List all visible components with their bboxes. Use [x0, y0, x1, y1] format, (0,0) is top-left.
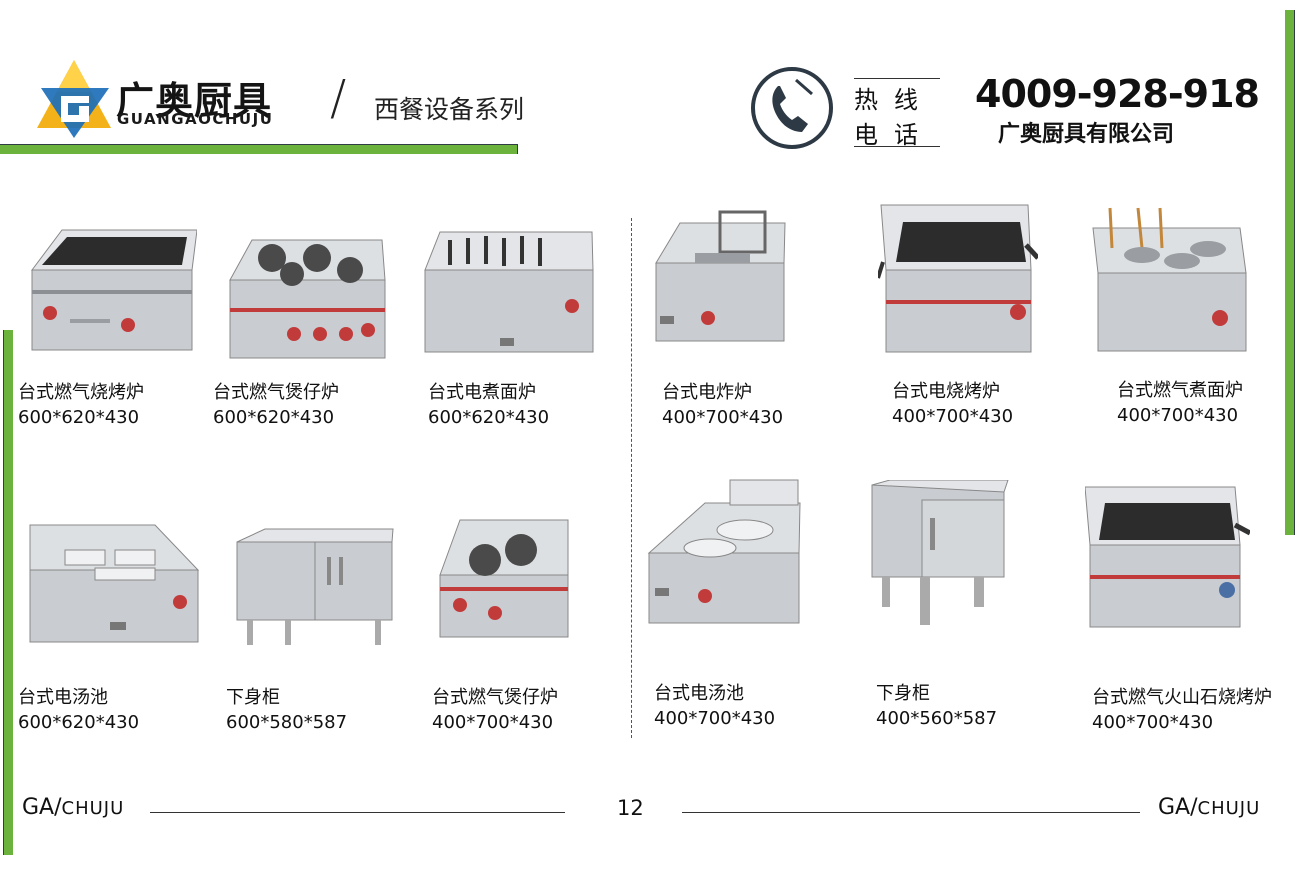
product-caption: 台式电炸炉 400*700*430 — [662, 380, 783, 430]
product-caption: 下身柜 600*580*587 — [226, 685, 347, 735]
product-caption: 台式电烧烤炉 400*700*430 — [892, 379, 1013, 429]
product-image-electric-noodle-600 — [420, 220, 595, 355]
product-size: 400*560*587 — [876, 708, 998, 729]
product-image-gas-noodle-400 — [1090, 203, 1250, 353]
telephone-icon — [750, 66, 834, 150]
product-name: 台式燃气煮面炉 — [1117, 380, 1243, 401]
column-divider — [631, 218, 632, 738]
hotline-label-line2: 电话 — [854, 121, 934, 149]
product-caption: 台式电煮面炉 600*620*430 — [428, 380, 549, 430]
footer-brand-right-sub: CHUJU — [1197, 798, 1261, 819]
product-name: 台式电煮面炉 — [428, 382, 536, 403]
page-number: 12 — [617, 796, 644, 820]
product-name: 台式电烧烤炉 — [892, 381, 1000, 402]
product-image-electric-fryer-400 — [650, 208, 790, 343]
title-separator: / — [330, 70, 347, 126]
product-caption: 台式燃气烧烤炉 600*620*430 — [18, 380, 144, 430]
footer-brand-right: GA/CHUJU — [1158, 795, 1260, 820]
product-size: 600*620*430 — [18, 712, 140, 733]
product-caption: 台式燃气火山石烧烤炉 400*700*430 — [1092, 685, 1272, 735]
product-image-electric-grill-400 — [878, 200, 1038, 355]
footer-rule-right — [682, 812, 1140, 813]
footer-rule-left — [150, 812, 565, 813]
left-accent-bar — [3, 330, 13, 855]
product-name: 台式燃气火山石烧烤炉 — [1092, 687, 1272, 708]
product-caption: 台式燃气煲仔炉 400*700*430 — [432, 685, 558, 735]
product-size: 400*700*430 — [432, 712, 554, 733]
company-name: 广奥厨具有限公司 — [998, 122, 1175, 147]
footer-brand-left-ga: GA/ — [22, 795, 62, 820]
logo-icon — [35, 58, 113, 140]
series-title: 西餐设备系列 — [374, 95, 525, 124]
product-image-gas-claypot-600 — [222, 230, 390, 360]
product-image-electric-bainmarie-600 — [25, 520, 200, 645]
product-name: 台式电汤池 — [654, 683, 744, 704]
product-size: 600*580*587 — [226, 712, 348, 733]
right-accent-bar — [1285, 10, 1295, 535]
product-image-base-cabinet-400 — [870, 480, 1010, 630]
hotline-label-line1: 热线 — [854, 86, 934, 114]
footer-brand-left: GA/CHUJU — [22, 795, 124, 820]
product-image-electric-bainmarie-400 — [645, 478, 805, 626]
product-name: 台式燃气烧烤炉 — [18, 382, 144, 403]
product-size: 600*620*430 — [18, 407, 140, 428]
product-caption: 台式燃气煲仔炉 600*620*430 — [213, 380, 339, 430]
product-image-base-cabinet-600 — [235, 527, 395, 647]
footer-brand-left-sub: CHUJU — [61, 798, 125, 819]
product-caption: 台式电汤池 400*700*430 — [654, 681, 775, 731]
product-caption: 下身柜 400*560*587 — [876, 681, 997, 731]
product-size: 600*620*430 — [428, 407, 550, 428]
product-size: 400*700*430 — [1117, 405, 1239, 426]
product-name: 台式燃气煲仔炉 — [432, 687, 558, 708]
product-size: 400*700*430 — [892, 406, 1014, 427]
hotline-rule-bottom — [854, 146, 940, 147]
product-caption: 台式燃气煮面炉 400*700*430 — [1117, 378, 1243, 428]
product-caption: 台式电汤池 600*620*430 — [18, 685, 139, 735]
product-size: 400*700*430 — [1092, 712, 1214, 733]
brand-name-cn: 广奥厨具 — [116, 79, 273, 123]
product-name: 台式燃气煲仔炉 — [213, 382, 339, 403]
product-image-gas-lavarock-grill-400 — [1085, 485, 1250, 630]
product-size: 600*620*430 — [213, 407, 335, 428]
header-divider-bar — [0, 144, 518, 154]
hotline-rule-top — [854, 78, 940, 79]
footer-brand-right-ga: GA/ — [1158, 795, 1198, 820]
product-image-gas-grill-600 — [22, 215, 197, 355]
product-size: 400*700*430 — [654, 708, 776, 729]
product-name: 台式电炸炉 — [662, 382, 752, 403]
product-name: 下身柜 — [876, 683, 930, 704]
product-name: 下身柜 — [226, 687, 280, 708]
product-name: 台式电汤池 — [18, 687, 108, 708]
brand-name-en: GUANGAOCHUJU — [117, 110, 274, 128]
product-image-gas-claypot-400 — [435, 515, 570, 640]
phone-number: 4009-928-918 — [975, 72, 1260, 116]
product-size: 400*700*430 — [662, 407, 784, 428]
